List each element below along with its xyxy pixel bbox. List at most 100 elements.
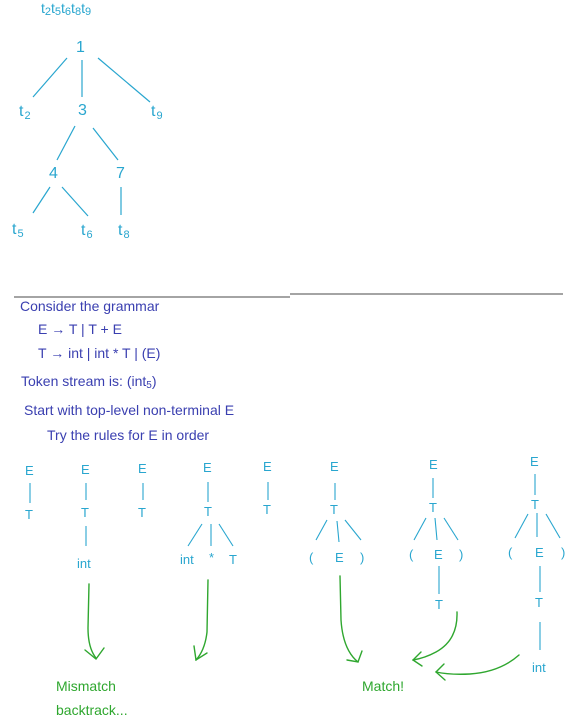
node-t9-sub: 9 <box>156 110 163 122</box>
p6-edge-tr <box>344 519 362 541</box>
p4-edge-tt <box>218 523 234 547</box>
token-sub: 5 <box>146 380 152 391</box>
p6-e-child: E <box>335 550 344 565</box>
p1-t: T <box>25 507 33 522</box>
p4-e: E <box>203 460 212 475</box>
p8-t: T <box>531 497 539 512</box>
p8-t-deep: T <box>535 595 543 610</box>
arrowhead-paren-int <box>434 663 446 681</box>
p7-rparen: ) <box>459 547 464 562</box>
header-t-1: t <box>41 0 45 16</box>
note-token-stream: Token stream is: (int5) <box>21 373 157 391</box>
parse-tree-edges <box>29 474 561 650</box>
p7-edge-te <box>434 517 438 541</box>
note-try: Try the rules for E in order <box>47 427 210 443</box>
p5-e: E <box>263 459 272 474</box>
p6-lparen: ( <box>309 550 314 565</box>
arrowhead-paren-t <box>411 651 423 667</box>
p8-edge-tl <box>514 513 529 539</box>
top-tree-header: t2t5t6t8t9 <box>41 0 92 18</box>
node-t6-sub: 6 <box>86 229 93 241</box>
p3-t: T <box>138 505 146 520</box>
node-7: 7 <box>116 165 125 182</box>
edge-1-t2 <box>32 57 68 98</box>
node-t8-sub: 8 <box>123 229 130 241</box>
edge-1-t9 <box>97 57 151 103</box>
header-sub-4: 8 <box>74 6 82 18</box>
arrow-paren-t-to-match <box>412 611 458 661</box>
p3-e: E <box>138 461 147 476</box>
arrow-int-to-mismatch <box>87 583 97 659</box>
node-1: 1 <box>76 39 85 56</box>
node-t9: t9 <box>151 104 163 122</box>
p6-e: E <box>330 459 339 474</box>
note-rule-t: T → int | int * T | (E) <box>38 345 161 361</box>
p8-e-child: E <box>535 545 544 560</box>
p8-lparen: ( <box>508 545 513 560</box>
edge-3-4 <box>56 125 76 161</box>
header-sub-1: 2 <box>44 6 52 18</box>
header-t-2: t <box>51 0 55 16</box>
p2-int: int <box>77 556 91 571</box>
node-t8: t8 <box>118 222 130 241</box>
result-mismatch: Mismatch <box>56 678 116 694</box>
edge-3-7 <box>92 127 119 161</box>
p6-edge-te <box>336 520 340 543</box>
node-t2: t2 <box>19 104 31 122</box>
node-t6-base: t <box>81 222 86 239</box>
node-t6: t6 <box>81 222 93 241</box>
p4-t-child: T <box>229 552 237 567</box>
arrowhead-mismatch <box>84 647 105 661</box>
header-sub-2: 5 <box>54 6 62 18</box>
p7-e: E <box>429 457 438 472</box>
p2-e: E <box>81 462 90 477</box>
token-suffix: ) <box>151 373 157 389</box>
node-t8-base: t <box>118 222 123 239</box>
node-t5-base: t <box>12 221 17 238</box>
node-4: 4 <box>49 165 58 182</box>
p1-e: E <box>25 463 34 478</box>
p4-star: * <box>209 550 215 565</box>
p7-edge-tr <box>443 517 459 541</box>
arrow-int-star-t <box>195 579 209 661</box>
p4-int: int <box>180 552 194 567</box>
p7-lparen: ( <box>409 547 414 562</box>
edge-4-t6 <box>61 186 89 217</box>
p6-t: T <box>330 502 338 517</box>
arrowhead-int-star-t <box>193 645 208 662</box>
note-rule-e: E → T | T + E <box>38 321 122 337</box>
p7-t-deep: T <box>435 597 443 612</box>
note-start: Start with top-level non-terminal E <box>24 402 235 418</box>
p4-t: T <box>204 504 212 519</box>
node-3: 3 <box>78 102 87 119</box>
header-sub-3: 6 <box>64 6 72 18</box>
token-prefix: Token stream is: (int <box>21 373 147 389</box>
edge-4-t5 <box>32 186 51 214</box>
p7-t: T <box>429 500 437 515</box>
arrow-paren-int-to-match <box>435 654 520 675</box>
header-t-5: t <box>81 0 85 16</box>
note-consider: Consider the grammar <box>20 298 160 314</box>
result-match: Match! <box>362 678 405 694</box>
p8-int: int <box>532 660 546 675</box>
arrow-paren-e-to-match <box>339 575 359 663</box>
p5-t: T <box>263 502 271 517</box>
p7-e-child: E <box>434 547 443 562</box>
node-t2-sub: 2 <box>24 110 31 122</box>
arrowhead-paren-e <box>346 650 363 663</box>
p6-rparen: ) <box>360 550 365 565</box>
p8-e: E <box>530 454 539 469</box>
p6-edge-tl <box>315 519 328 541</box>
header-t-3: t <box>61 0 65 16</box>
p2-t: T <box>81 505 89 520</box>
green-arrows <box>84 575 520 681</box>
top-tree-edges <box>32 57 151 217</box>
p8-rparen: ) <box>561 545 566 560</box>
p7-edge-tl <box>413 517 427 541</box>
node-t5: t5 <box>12 221 24 240</box>
result-backtrack: backtrack... <box>56 702 128 718</box>
p8-edge-tr <box>545 513 561 539</box>
header-sub-5: 9 <box>84 6 92 18</box>
node-t5-sub: 5 <box>17 228 24 240</box>
